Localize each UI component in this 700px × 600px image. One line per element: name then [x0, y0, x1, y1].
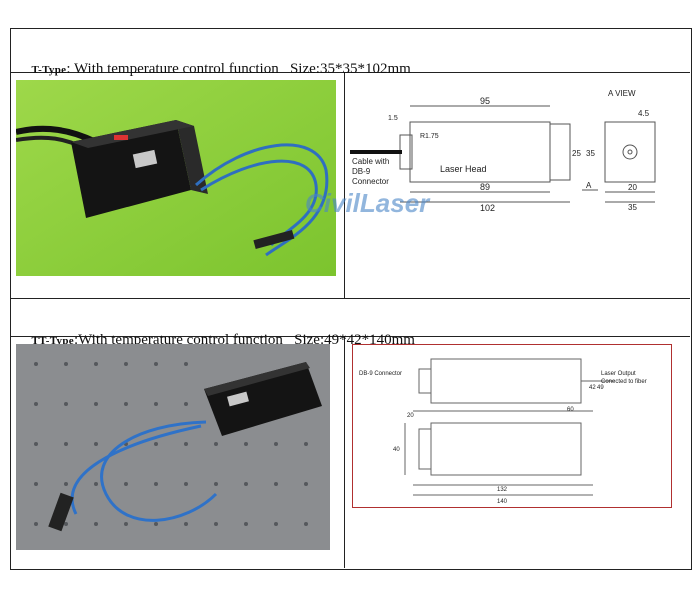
divider-top [10, 72, 690, 73]
column-divider-2 [344, 336, 345, 568]
separator: : [73, 332, 79, 348]
dim-60: 60 [567, 407, 574, 413]
laser-photo-image [15, 80, 336, 276]
dim-95: 95 [480, 96, 490, 106]
type-code: T-Type [31, 64, 67, 76]
dim-35-side: 35 [586, 149, 595, 158]
dim-40: 40 [393, 447, 400, 453]
output-label-2: Conected to fiber [601, 379, 647, 385]
technical-drawing: A VIEW 95 1.5 R1.75 25 35 89 102 4.5 20 … [350, 89, 656, 213]
dim-20: 20 [407, 413, 414, 419]
cable-label-3: Connector [352, 177, 389, 186]
dim-20: 20 [628, 183, 637, 192]
dimension-drawing-t-type: A VIEW 95 1.5 R1.75 25 35 89 102 4.5 20 … [305, 80, 686, 290]
dimension-drawing-tt-type: DB-9 Connector Laser Output Conected to … [352, 344, 672, 508]
output-label-1: Laser Output [601, 371, 636, 377]
dim-140: 140 [497, 499, 508, 505]
column-divider-1 [344, 72, 345, 298]
dim-1-5: 1.5 [388, 115, 398, 122]
dim-r1-75: R1.75 [420, 133, 439, 140]
dim-35: 35 [628, 203, 637, 212]
dim-102: 102 [480, 203, 495, 213]
dim-4-5: 4.5 [638, 109, 650, 118]
laser-head-label: Laser Head [440, 164, 487, 174]
dim-42: 42 [589, 385, 596, 391]
section-title-t-type: T-Type: With temperature control functio… [24, 44, 411, 78]
technical-drawing: DB-9 Connector Laser Output Conected to … [359, 358, 647, 505]
divider-middle-2 [10, 336, 690, 337]
cable-label-1: Cable with [352, 157, 389, 166]
dim-132: 132 [497, 487, 508, 493]
outer-frame [10, 28, 692, 570]
dim-89: 89 [480, 182, 490, 192]
arrow-a-label: A [586, 181, 592, 190]
cable-label-2: DB-9 [352, 167, 371, 176]
separator: : [66, 61, 71, 77]
dim-49: 49 [597, 385, 604, 391]
section-description: With temperature control function Size:3… [70, 61, 411, 77]
connector-label: DB-9 Connector [359, 371, 402, 377]
divider-middle [10, 298, 690, 299]
laser-photo-image [16, 344, 330, 550]
product-photo-t-type [15, 80, 336, 276]
product-photo-tt-type [16, 344, 330, 550]
dim-25: 25 [572, 149, 581, 158]
view-label: A VIEW [608, 89, 636, 98]
watermark-logo: CivilLaser [305, 188, 430, 218]
